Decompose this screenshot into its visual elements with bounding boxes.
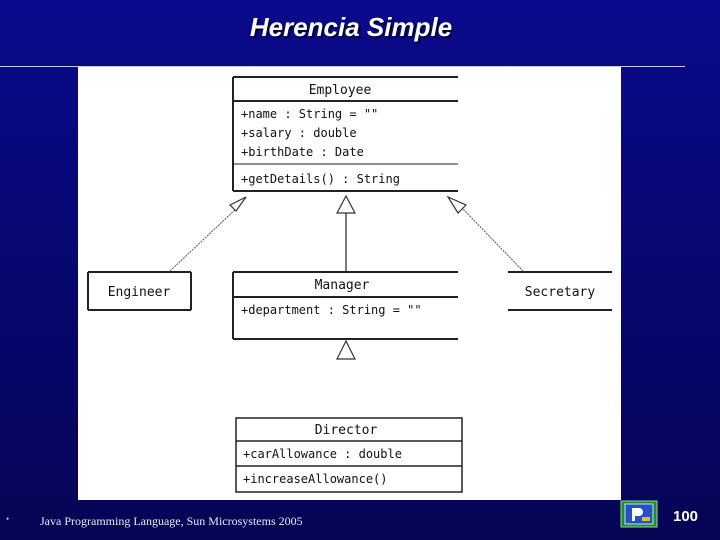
class-manager: Manager +department : String = "" [232,271,458,340]
manager-attr-department: +department : String = "" [241,303,422,317]
class-name-director: Director [315,423,378,438]
uml-class-diagram: Employee +name : String = "" +salary : d… [87,76,612,493]
title-divider [0,66,685,67]
director-attr-carallowance: +carAllowance : double [243,447,402,461]
class-name-secretary: Secretary [525,285,596,300]
class-secretary: Secretary [508,271,612,311]
class-engineer: Engineer [87,271,192,311]
inheritance-engineer-employee [169,196,247,272]
uml-diagram: Employee +name : String = "" +salary : d… [78,67,621,500]
footer-bullet: • [6,514,10,524]
footer-credit: Java Programming Language, Sun Microsyst… [40,514,303,528]
class-name-employee: Employee [309,83,372,98]
slide-title: Herencia Simple [249,12,453,42]
triangle-arrowhead-icon [336,194,356,214]
class-employee: Employee +name : String = "" +salary : d… [232,76,458,192]
inheritance-director-manager [336,339,356,360]
employee-method-getdetails: +getDetails() : String [241,172,400,186]
triangle-arrowhead-icon [446,195,468,214]
employee-attr-salary: +salary : double [241,126,357,140]
class-name-manager: Manager [315,278,370,293]
class-name-engineer: Engineer [108,285,171,300]
inheritance-manager-employee [336,194,356,273]
employee-attr-name: +name : String = "" [241,107,378,121]
triangle-arrowhead-icon [336,339,356,360]
triangle-arrowhead-icon [228,196,247,212]
presentation-logo-icon [620,500,658,528]
director-method-increaseallowance: +increaseAllowance() [243,472,388,486]
inheritance-secretary-employee [446,195,524,272]
employee-attr-birthdate: +birthDate : Date [241,145,364,159]
page-number: 100 [673,508,699,525]
class-director: Director +carAllowance : double +increas… [235,417,463,493]
